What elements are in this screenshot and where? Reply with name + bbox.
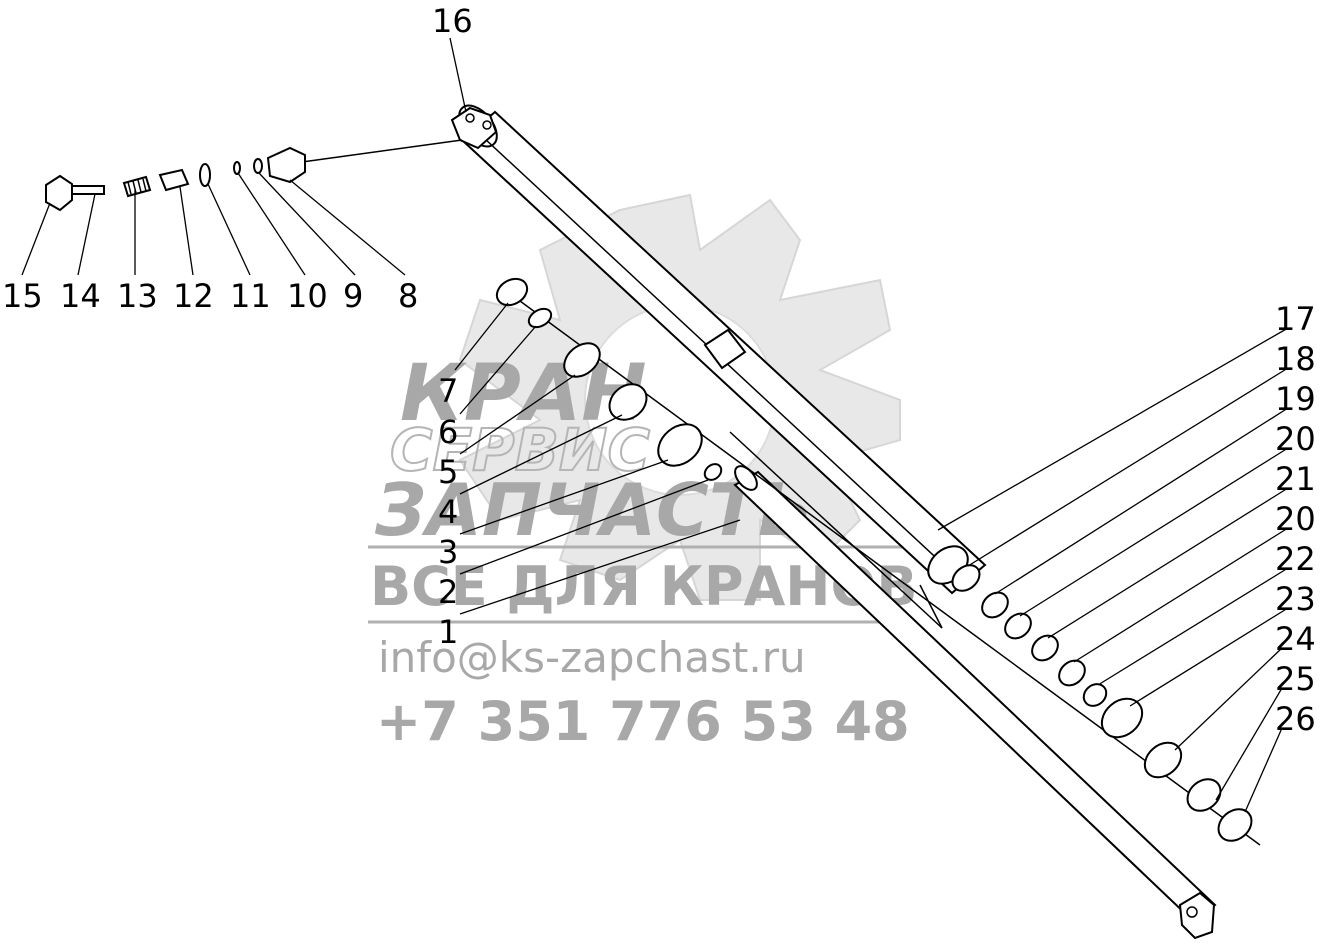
callout-25: 25 — [1275, 660, 1316, 698]
part-15-nut-icon — [45, 174, 73, 212]
part-9-oring-icon — [253, 158, 263, 174]
part-20b-ring-icon — [1058, 659, 1086, 687]
part-18-ring-icon — [951, 564, 981, 592]
callout-24: 24 — [1275, 620, 1316, 658]
part-21-ring-icon — [1031, 634, 1059, 662]
callout-23: 23 — [1275, 580, 1316, 618]
watermark-phone: +7 351 776 53 48 — [376, 690, 910, 753]
part-19-ring-icon — [981, 591, 1009, 619]
part-14-pin-icon — [71, 185, 105, 195]
piston-rod — [733, 465, 1217, 940]
part-11-washer-icon — [199, 163, 211, 187]
callout-16: 16 — [432, 2, 473, 40]
callout-12: 12 — [173, 277, 214, 315]
callout-7: 7 — [438, 372, 458, 410]
callout-8: 8 — [398, 277, 418, 315]
part-3-guide-bushing-icon — [657, 423, 703, 467]
callout-19: 19 — [1275, 380, 1316, 418]
part-7-nut-icon — [495, 277, 529, 307]
callout-1: 1 — [438, 613, 458, 651]
part-2-wiper-icon — [703, 463, 723, 481]
callout-26: 26 — [1275, 700, 1316, 738]
part-25-circlip-icon — [1186, 778, 1222, 812]
part-12-sleeve-icon — [158, 168, 190, 192]
part-22-seal-icon — [1082, 683, 1108, 707]
callout-11: 11 — [230, 277, 271, 315]
callout-6: 6 — [438, 413, 458, 451]
part-24-ring-icon — [1143, 741, 1183, 779]
callout-21: 21 — [1275, 460, 1316, 498]
callout-10: 10 — [287, 277, 328, 315]
callout-20-upper: 20 — [1275, 420, 1316, 458]
callout-18: 18 — [1275, 340, 1316, 378]
part-8-fitting-icon — [266, 146, 306, 184]
callout-9: 9 — [343, 277, 363, 315]
piston-seal-set — [927, 545, 1253, 842]
leader-lines — [21, 37, 1289, 813]
part-6-lockwasher-icon — [527, 307, 553, 329]
callout-22: 22 — [1275, 540, 1316, 578]
watermark-line2: СЕРВИС — [390, 416, 650, 484]
watermark-email: info@ks-zapchast.ru — [378, 633, 806, 682]
cylinder-barrel — [450, 104, 987, 595]
callout-20-lower: 20 — [1275, 500, 1316, 538]
part-5-ring-icon — [563, 342, 601, 378]
callout-14: 14 — [60, 277, 101, 315]
valve-subassembly — [45, 146, 306, 212]
callout-5: 5 — [438, 453, 458, 491]
callout-17: 17 — [1275, 300, 1316, 338]
callout-4: 4 — [438, 493, 458, 531]
part-23-piston-icon — [1100, 697, 1144, 739]
part-10-oring-icon — [233, 161, 241, 175]
callout-3: 3 — [438, 533, 458, 571]
part-4-seal-icon — [608, 383, 648, 421]
callout-labels: 16 15 14 13 12 11 10 9 8 7 6 5 4 3 2 1 1… — [2, 2, 1316, 738]
callout-13: 13 — [117, 277, 158, 315]
part-26-circlip-icon — [1217, 808, 1253, 842]
callout-2: 2 — [438, 573, 458, 611]
part-20-ring-icon — [1004, 612, 1032, 640]
part-13-spring-icon — [122, 175, 152, 198]
rod-seal-set — [495, 277, 723, 481]
callout-15: 15 — [2, 277, 43, 315]
